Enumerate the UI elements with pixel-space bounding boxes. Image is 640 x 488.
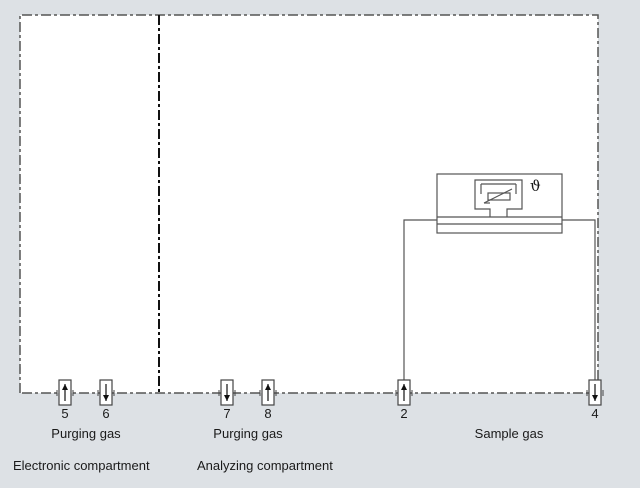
arrow-up-icon [401, 384, 407, 390]
sensor-symbol: ϑ [530, 177, 541, 195]
sample-gas-inlet-pipe [403, 219, 437, 380]
port-label-4: 4 [591, 406, 599, 421]
purging-gas-label-electronic: Purging gas [51, 426, 121, 441]
arrow-down-icon [592, 395, 598, 401]
purging-gas-label-analyzing: Purging gas [213, 426, 283, 441]
sample-gas-label: Sample gas [474, 426, 544, 441]
port-label-8: 8 [264, 406, 272, 421]
port-label-5: 5 [61, 406, 69, 421]
port-6-connector [97, 379, 115, 406]
analyzing-compartment-label: Analyzing compartment [197, 458, 333, 473]
sensor-block: ϑ [436, 173, 563, 234]
port-7-connector [218, 379, 236, 406]
port-8-connector [259, 379, 277, 406]
port-2-connector [395, 379, 413, 406]
arrow-up-icon [265, 384, 271, 390]
port-4-connector [586, 379, 604, 406]
electronic-compartment-label: Electronic compartment [13, 458, 150, 473]
port-label-7: 7 [223, 406, 231, 421]
arrow-down-icon [103, 395, 109, 401]
sensor-cavity [474, 179, 523, 217]
arrow-down-icon [224, 395, 230, 401]
thermistor-icon [487, 192, 511, 201]
port-5-connector [56, 379, 74, 406]
port-label-6: 6 [102, 406, 110, 421]
port-label-2: 2 [400, 406, 408, 421]
sample-gas-outlet-pipe [562, 219, 596, 380]
arrow-up-icon [62, 384, 68, 390]
